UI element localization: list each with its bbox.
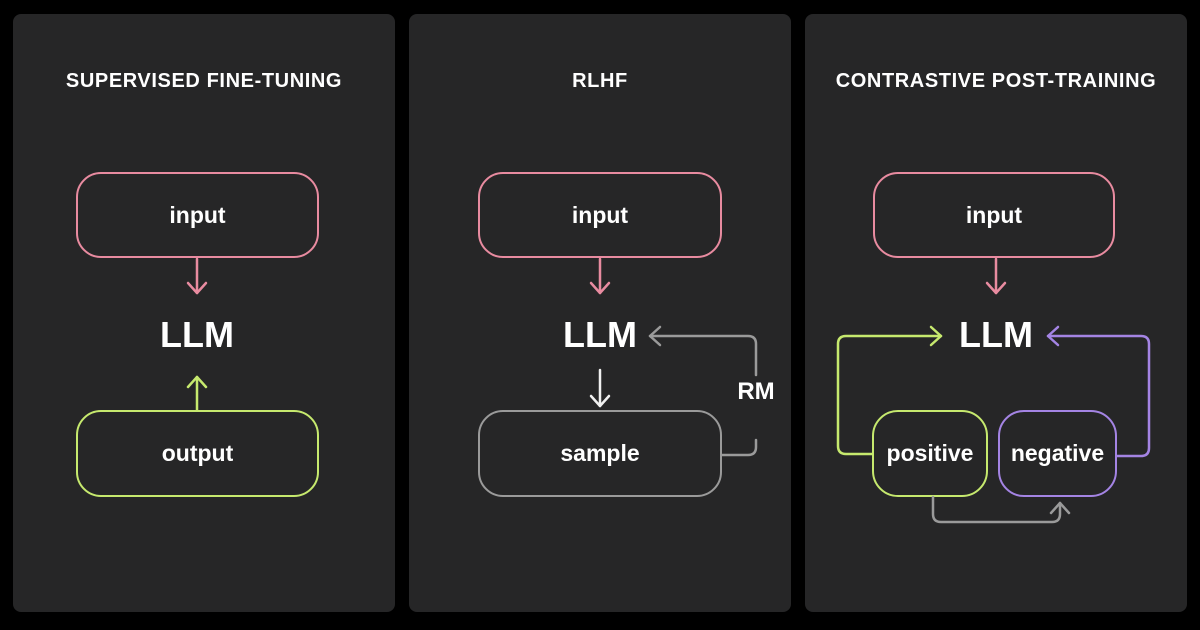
panel-title-contrastive: CONTRASTIVE POST-TRAINING — [835, 70, 1157, 92]
rlhf-arrows — [589, 257, 758, 457]
input-box-label: input — [169, 201, 226, 228]
sft-arrows — [186, 257, 208, 412]
negative-box-label: negative — [1010, 440, 1105, 466]
arrow-rm-feedback-to-llm-icon — [648, 325, 758, 377]
input-box: input — [873, 172, 1115, 258]
positive-box: positive — [872, 410, 988, 497]
output-box-label: output — [161, 440, 234, 466]
llm-label: LLM — [160, 314, 234, 355]
input-box-label: input — [571, 201, 629, 228]
output-box: output — [76, 410, 319, 497]
positive-box-label: positive — [886, 440, 974, 466]
contrastive-arrows — [836, 257, 1151, 524]
input-box-label: input — [965, 201, 1023, 228]
reward-model-label: RM — [737, 378, 775, 405]
input-box: input — [76, 172, 319, 258]
panel-supervised-fine-tuning: SUPERVISED FINE-TUNING input LLM output — [13, 14, 395, 612]
panel-rlhf: RLHF input LLM sample RM — [409, 14, 791, 612]
negative-box: negative — [998, 410, 1117, 497]
llm-label: LLM — [959, 314, 1033, 355]
arrow-positive-to-negative-icon — [931, 495, 1071, 524]
sample-box-label: sample — [560, 440, 640, 466]
rm-loop-lower-segment — [720, 438, 758, 457]
panel-title-sft: SUPERVISED FINE-TUNING — [65, 70, 343, 92]
panel-contrastive-post-training: CONTRASTIVE POST-TRAINING input LLM posi… — [805, 14, 1187, 612]
sample-box: sample — [478, 410, 722, 497]
llm-label: LLM — [563, 314, 637, 355]
input-box: input — [478, 172, 722, 258]
panel-title-rlhf: RLHF — [572, 70, 628, 92]
